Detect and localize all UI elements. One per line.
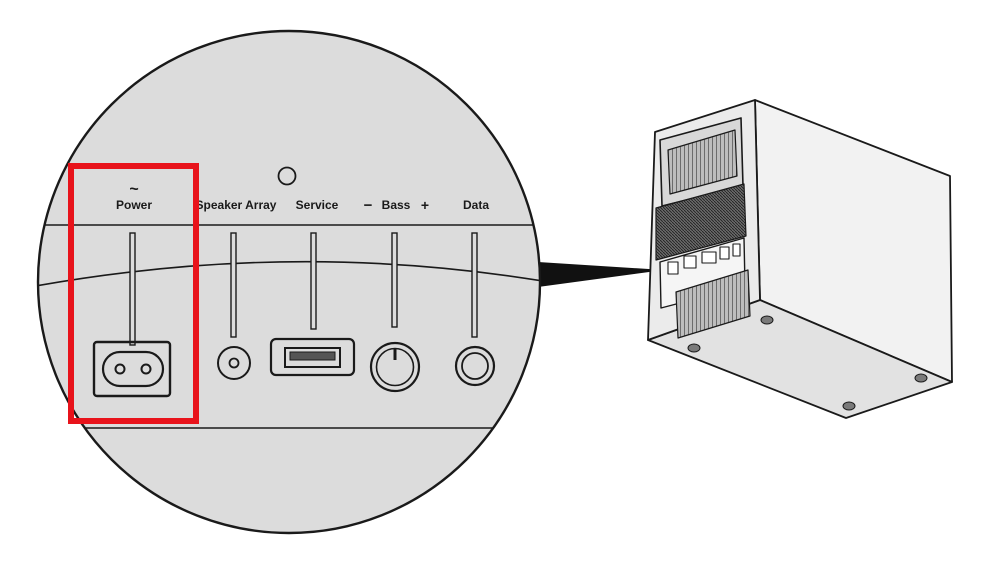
bass-label: Bass: [382, 198, 411, 212]
power-highlight-box: [68, 163, 199, 424]
indicator-light-icon: [277, 166, 297, 186]
power-symbol-label: ~: [129, 181, 138, 198]
panel-curved-edge: [38, 260, 540, 288]
device-feet: [687, 315, 928, 411]
bass-minus-label: −: [364, 197, 373, 214]
data-jack-icon: [454, 345, 496, 387]
data-label: Data: [463, 198, 489, 212]
iec-c7-power-inlet-icon: [92, 340, 172, 398]
service-label: Service: [296, 198, 339, 212]
device-connector-row: [667, 243, 741, 275]
callout-pointer: [538, 262, 664, 287]
power-label: Power: [116, 198, 152, 212]
connector-guide-slots: [129, 232, 478, 346]
speaker-array-label: Speaker Array: [196, 198, 277, 212]
speaker-array-jack-icon: [217, 346, 251, 380]
magnified-connector-panel: [36, 29, 542, 535]
bass-plus-label: +: [421, 197, 429, 213]
bass-module-device-illustration: [647, 99, 953, 419]
usb-port-icon: [269, 337, 356, 377]
bass-knob-icon: [369, 341, 421, 393]
